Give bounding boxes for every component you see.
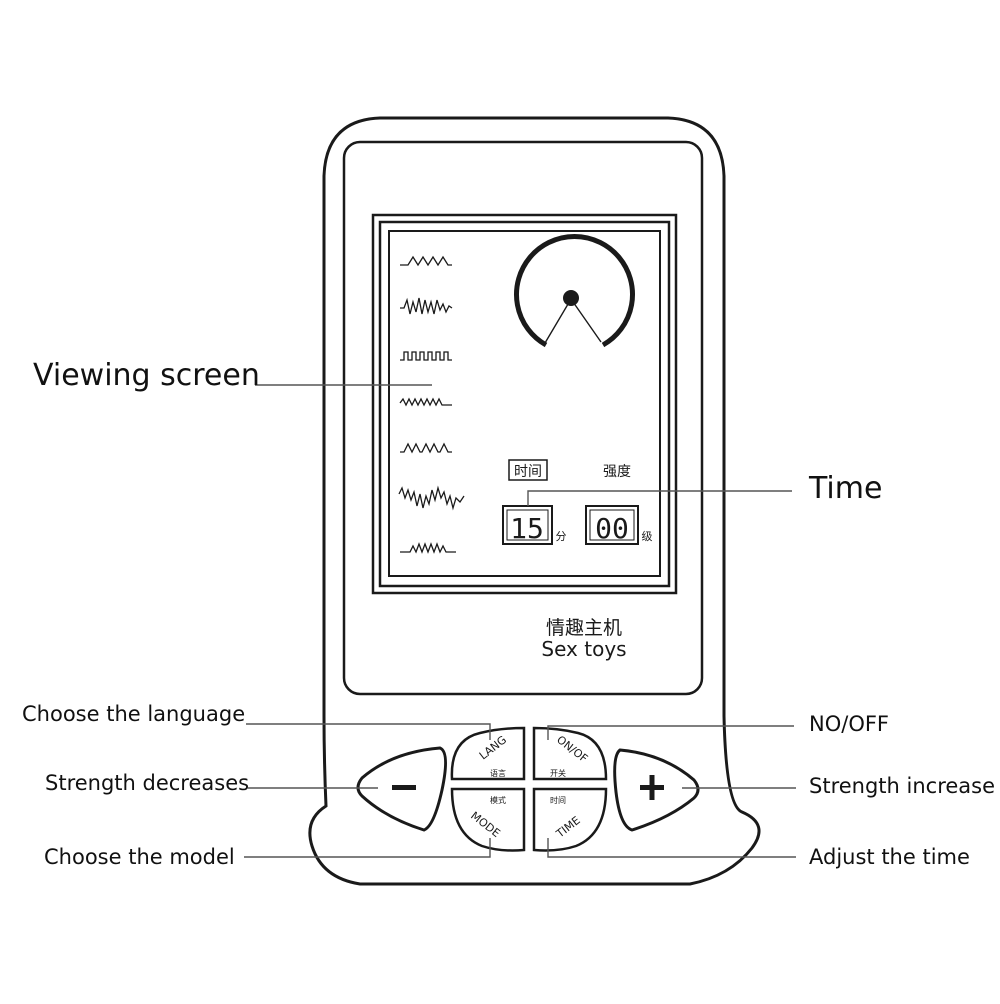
time-button-cn: 时间 — [550, 795, 566, 805]
viewing-screen — [388, 230, 661, 577]
leader-no-off — [547, 725, 794, 740]
wave-mode-3-icon — [400, 351, 452, 361]
screen-mid-frame — [378, 220, 671, 588]
screen-outer-frame — [371, 213, 678, 595]
leader-choose-model — [244, 838, 491, 858]
time-unit: 分 — [556, 530, 567, 543]
onoff-button[interactable]: ON/OF 开关 — [532, 726, 608, 781]
lang-button-cn: 语言 — [490, 768, 506, 778]
time-button[interactable]: 时间 TIME — [532, 787, 608, 852]
wave-mode-4-icon — [399, 397, 452, 407]
label-adjust-time: Adjust the time — [809, 845, 970, 869]
onoff-button-cn: 开关 — [550, 768, 566, 778]
label-time: Time — [809, 471, 883, 506]
label-viewing-screen: Viewing screen — [33, 358, 260, 393]
leader-time — [527, 490, 792, 506]
time-digits: 15 — [510, 512, 544, 545]
leader-choose-language — [246, 723, 491, 740]
wave-mode-1-icon — [400, 255, 452, 267]
minus-icon — [392, 785, 416, 790]
lang-button[interactable]: LANG 语言 — [450, 726, 526, 781]
wave-mode-6-icon — [398, 485, 465, 511]
label-choose-language: Choose the language — [22, 702, 246, 726]
brand-chinese: 情趣主机 — [546, 617, 622, 639]
time-tag-box — [508, 459, 548, 481]
minus-button[interactable] — [356, 746, 447, 832]
leader-adjust-time — [547, 838, 796, 858]
level-unit: 级 — [642, 530, 653, 543]
brand-english: Sex toys — [541, 637, 626, 661]
intensity-gauge-hub — [563, 290, 579, 306]
plus-button[interactable] — [613, 748, 700, 832]
wave-mode-5-icon — [400, 442, 452, 454]
label-strength-increase: Strength increase — [809, 774, 996, 798]
intensity-gauge-arc — [514, 234, 635, 348]
label-no-off: NO/OFF — [809, 712, 890, 736]
level-digits: 00 — [595, 512, 629, 545]
time-tag: 时间 — [514, 464, 542, 480]
level-digit-box — [585, 505, 639, 545]
strength-tag: 强度 — [603, 464, 631, 480]
wave-mode-7-icon — [400, 542, 456, 554]
label-strength-decreases: Strength decreases — [45, 771, 250, 795]
wave-mode-2-icon — [400, 297, 453, 315]
mode-button-cn: 模式 — [490, 795, 506, 805]
label-choose-model: Choose the model — [44, 845, 235, 869]
mode-button[interactable]: 模式 MODE — [450, 787, 526, 852]
